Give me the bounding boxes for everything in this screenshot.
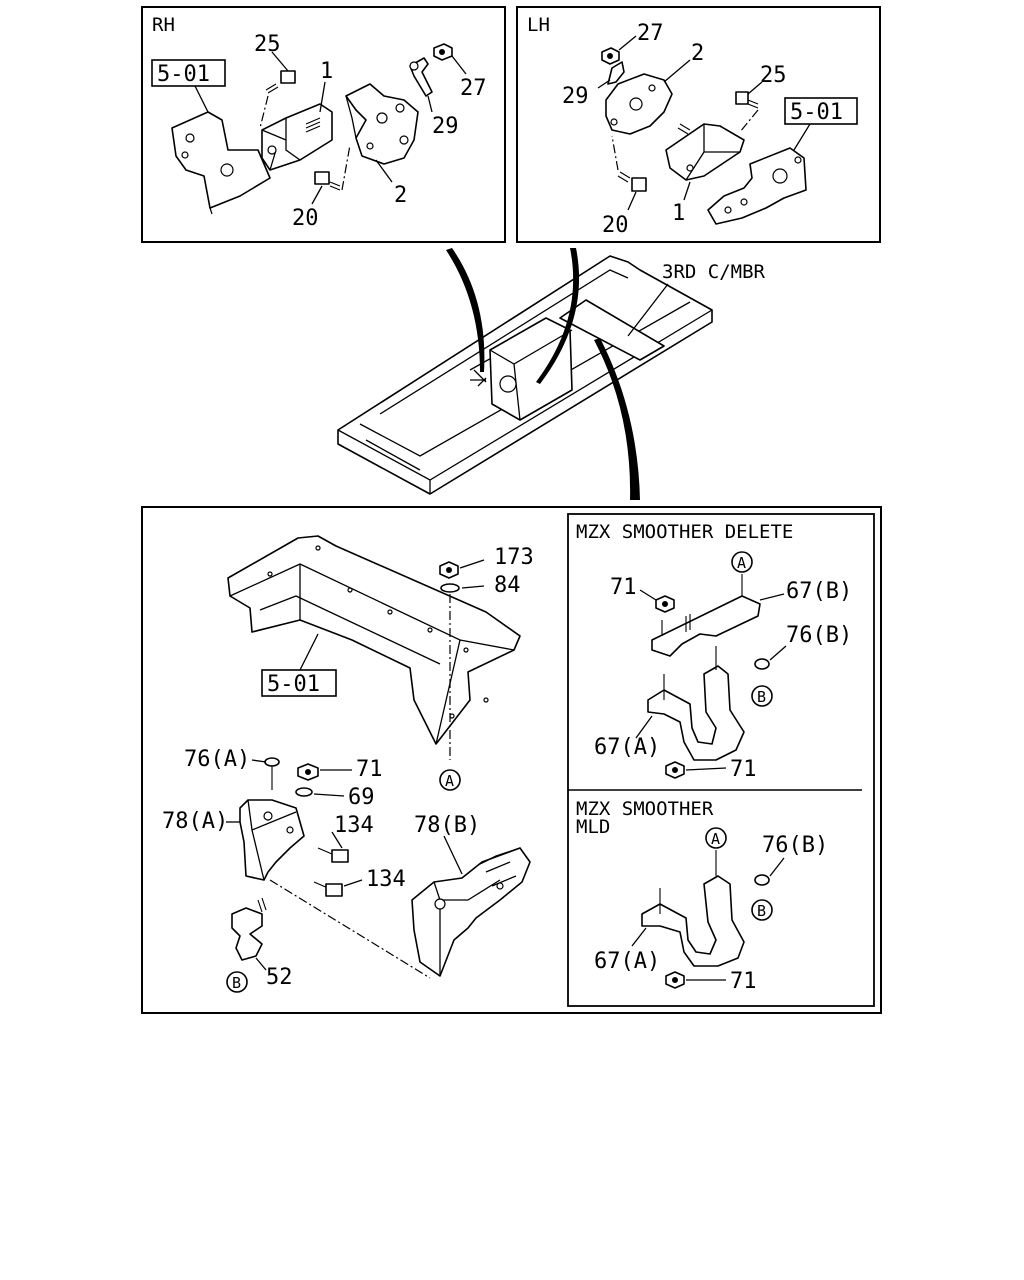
main-ref-circle-a <box>439 769 461 791</box>
main-pointer-arrow <box>594 338 640 500</box>
main-bolt-134-upper <box>317 847 349 863</box>
svg-text:A: A <box>711 830 720 848</box>
rh-callout-1: 1 <box>320 59 333 84</box>
main-ref-box-label: 5-01 <box>267 672 320 697</box>
smoother-mld-title-line2: MLD <box>576 816 610 838</box>
mld-callout-76b: 76(B) <box>762 833 828 858</box>
lh-panel: LH <box>516 6 881 243</box>
lh-callout-1: 1 <box>672 201 685 226</box>
lh-callout-25: 25 <box>760 63 787 88</box>
mld-ref-circle-b <box>751 899 773 921</box>
main-callout-52: 52 <box>266 965 293 990</box>
main-bolt-134-lower <box>313 881 343 897</box>
main-bracket-78b <box>411 847 531 977</box>
lh-callout-20: 20 <box>602 213 629 238</box>
smoother-subpanel-frame <box>567 513 875 1007</box>
svg-text:B: B <box>757 902 766 920</box>
lh-ref-box <box>784 97 858 125</box>
main-callout-173: 173 <box>494 545 534 570</box>
rh-panel: RH 5-01 <box>141 6 506 243</box>
svg-text:A: A <box>445 772 454 790</box>
main-bolt-76a <box>264 757 280 790</box>
rh-callout-27: 27 <box>460 76 487 101</box>
main-callout-76a: 76(A) <box>184 747 250 772</box>
rh-callout-25: 25 <box>254 32 281 57</box>
rh-callout-2: 2 <box>394 183 407 208</box>
main-callout-78b: 78(B) <box>414 813 480 838</box>
main-callout-84: 84 <box>494 573 521 598</box>
mld-callout-67a: 67(A) <box>594 949 660 974</box>
rh-pointer-arrow <box>446 248 485 372</box>
rh-bolt-20 <box>314 171 341 191</box>
rh-nut-27 <box>433 43 453 61</box>
lh-panel-title: LH <box>527 14 550 36</box>
smoother-delete-title: MZX SMOOTHER DELETE <box>576 521 793 543</box>
rh-panel-title: RH <box>152 14 175 36</box>
mld-bracket-67a <box>641 875 745 967</box>
main-ref-box <box>261 669 337 697</box>
lh-nut-27 <box>601 47 620 65</box>
lh-pointer-arrow <box>536 248 580 384</box>
third-crossmember-label: 3RD C/MBR <box>662 261 766 283</box>
main-washer-69 <box>295 787 313 797</box>
lh-bolt-20 <box>617 171 647 192</box>
lh-callout-29: 29 <box>562 84 589 109</box>
mld-bolt-76b <box>754 874 770 886</box>
sd-bracket-67a <box>647 665 745 761</box>
main-panel: 5-01 173 84 A 76(A) 71 69 <box>141 506 882 1014</box>
smoother-delete-panel: MZX SMOOTHER DELETE A 71 67(B) 76(B) B 6… <box>567 513 875 1007</box>
svg-text:A: A <box>737 554 746 572</box>
main-nut-173 <box>439 561 459 579</box>
sd-callout-76b: 76(B) <box>786 623 852 648</box>
mld-callout-71: 71 <box>730 969 757 994</box>
rh-callout-20: 20 <box>292 206 319 231</box>
sd-nut-71-upper <box>655 595 675 613</box>
sd-nut-71-lower <box>665 761 685 779</box>
main-callout-134-lower: 134 <box>366 867 406 892</box>
sd-callout-67b: 67(B) <box>786 579 852 604</box>
sd-bolt-76b <box>754 658 770 670</box>
rh-ref-box-label: 5-01 <box>157 62 210 87</box>
chassis-overview: 3RD C/MBR <box>337 248 766 500</box>
main-bracket-78a <box>239 799 305 881</box>
chassis-engine <box>489 317 573 421</box>
lh-panel-frame <box>516 6 881 243</box>
lh-stopper-29 <box>607 61 625 85</box>
lh-bolt-25 <box>735 91 759 109</box>
rh-bolt-25 <box>265 70 296 94</box>
sd-ref-circle-a <box>731 551 753 573</box>
rh-frame-bracket <box>171 111 271 209</box>
svg-text:B: B <box>232 974 241 992</box>
rh-callout-29: 29 <box>432 114 459 139</box>
lh-frame-bracket <box>707 147 807 225</box>
main-crossmember <box>227 535 521 745</box>
main-callout-134-upper: 134 <box>334 813 374 838</box>
sd-callout-71-upper: 71 <box>610 575 637 600</box>
sd-callout-71-lower: 71 <box>730 757 757 782</box>
smoother-mld-title-line1: MZX SMOOTHER <box>576 798 714 820</box>
sd-ref-circle-b <box>751 685 773 707</box>
rh-panel-frame <box>141 6 506 243</box>
mld-ref-circle-a <box>705 827 727 849</box>
mld-nut-71 <box>665 971 685 989</box>
main-mount-52 <box>231 907 263 961</box>
main-callout-78a: 78(A) <box>162 809 228 834</box>
lh-ref-box-label: 5-01 <box>790 100 843 125</box>
sd-plate-67b <box>651 595 761 657</box>
sd-callout-67a: 67(A) <box>594 735 660 760</box>
main-washer-84 <box>440 583 460 593</box>
main-nut-71 <box>297 763 319 781</box>
main-ref-circle-b <box>226 971 248 993</box>
main-callout-69: 69 <box>348 785 375 810</box>
svg-text:B: B <box>757 688 766 706</box>
main-panel-frame <box>141 506 882 1014</box>
rh-mount-bracket <box>345 83 419 165</box>
smoother-mld-panel: MZX SMOOTHER MLD A 76(B) B 67(A) 71 <box>576 798 828 994</box>
lh-callout-27: 27 <box>637 21 664 46</box>
main-callout-71: 71 <box>356 757 383 782</box>
lh-callout-2: 2 <box>691 41 704 66</box>
third-crossmember <box>559 299 665 361</box>
rh-ref-box <box>151 59 226 87</box>
